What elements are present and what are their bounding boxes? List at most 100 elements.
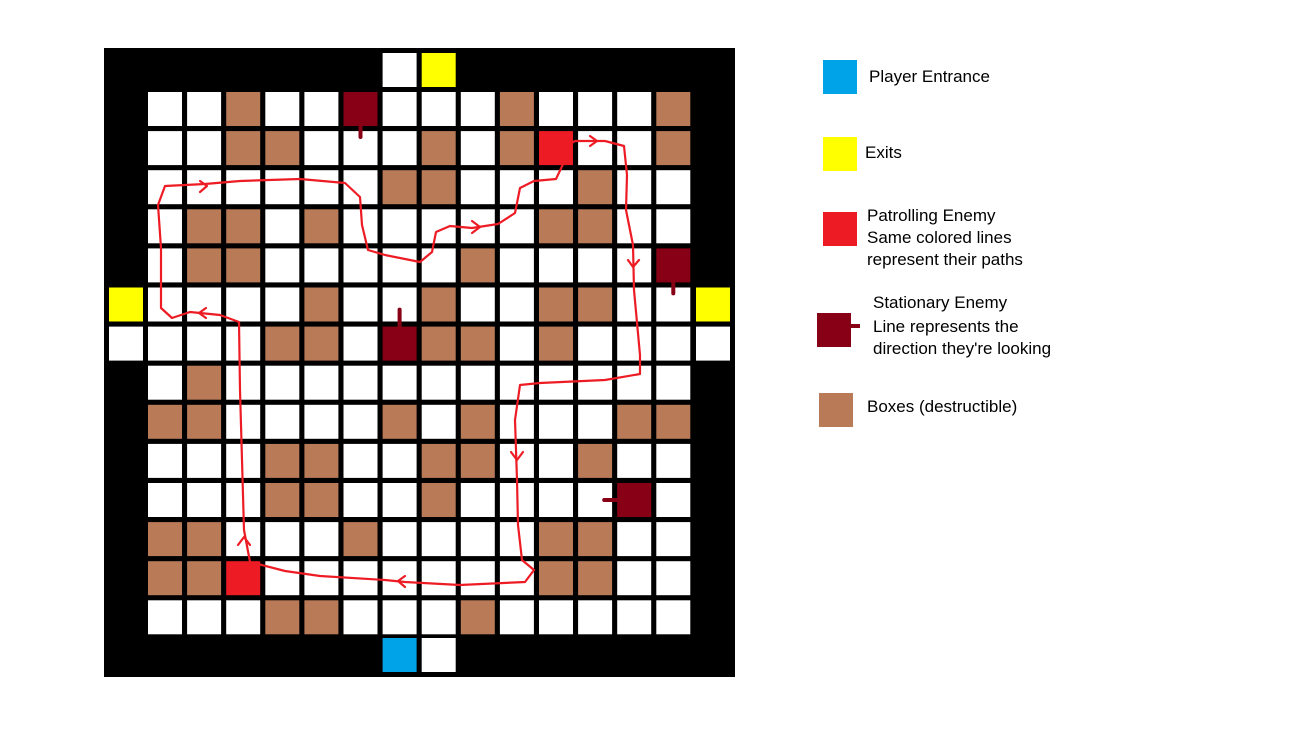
floor-cell [617,561,652,596]
box-cell [187,561,222,596]
legend-patrolling-enemy-line2: Same colored lines [867,228,1012,247]
floor-cell [617,326,652,361]
box-cell [656,92,691,126]
legend-exits-label: Exits [865,143,902,162]
right-opening-cell [696,326,730,361]
box-cell [187,365,222,400]
floor-cell [382,522,417,557]
exit-left [109,287,143,322]
floor-cell [617,443,652,478]
floor-cell [226,365,261,400]
box-cell [148,561,182,596]
floor-cell [421,92,456,126]
floor-cell [187,131,222,166]
box-cell [539,287,573,322]
floor-cell [460,287,495,322]
floor-cell [578,248,613,283]
floor-cell [343,326,378,361]
floor-cell [343,483,378,517]
floor-cell [148,248,182,283]
patrol-path-upper [156,139,642,587]
floor-cell [148,131,182,166]
floor-cell [304,170,339,205]
floor-cell [187,326,222,361]
floor-cell [499,209,534,244]
floor-cell [382,561,417,596]
floor-cell [343,365,378,400]
box-cell [656,131,691,166]
patrol-path-arrow-8 [197,306,208,320]
floor-cell [343,404,378,439]
stationary-enemy [656,248,691,283]
legend-patrolling-text: Patrolling Enemy Same colored lines repr… [867,205,1087,269]
legend-stationary-enemy-line2: Line represents the [873,317,1019,336]
floor-cell [617,92,652,126]
floor-cell [187,443,222,478]
box-cell [421,170,456,205]
stationary-enemy [382,326,417,361]
floor-cell [617,600,652,635]
floor-cell [460,131,495,166]
legend-stationary-enemy-line3: direction they're looking [873,339,1052,358]
patrol-path-arrow-4 [626,258,641,269]
floor-cell [656,365,691,400]
floor-cell [265,365,300,400]
patrolling-enemy [539,131,573,166]
floor-cell [578,92,613,126]
floor-cell [265,287,300,322]
yellow-square-icon [823,137,857,171]
box-cell [382,404,417,439]
legend-patrolling-enemy-label: Patrolling Enemy [867,206,996,225]
box-cell [187,522,222,557]
box-cell [304,443,339,478]
board-edge-cells [109,53,730,672]
floor-cell [148,483,182,517]
box-cell [226,248,261,283]
floor-cell [421,600,456,635]
box-cell [304,483,339,517]
floor-cell [578,600,613,635]
box-cell [421,326,456,361]
stationary-enemy-sight-lines [358,124,676,502]
floor-cell [499,600,534,635]
floor-cell [539,600,573,635]
box-cell [421,131,456,166]
floor-cell [617,209,652,244]
floor-cell [421,365,456,400]
floor-cell [226,600,261,635]
box-cell [382,170,417,205]
legend-patrolling-enemy-line3: represent their paths [867,250,1023,269]
left-opening-cell [109,326,143,361]
box-cell [187,404,222,439]
floor-cell [656,483,691,517]
floor-cell [226,170,261,205]
floor-cell [460,561,495,596]
box-cell [148,522,182,557]
box-cell [578,170,613,205]
floor-cell [617,365,652,400]
legend-boxes-label: Boxes (destructible) [867,397,1018,416]
floor-cell [304,561,339,596]
floor-cell [578,326,613,361]
floor-cell [578,131,613,166]
floor-cell [343,600,378,635]
blue-square-icon [823,60,857,94]
floor-cell [187,600,222,635]
box-cell [578,522,613,557]
floor-cell [148,600,182,635]
box-cell [265,600,300,635]
floor-cell [265,522,300,557]
floor-cell [226,287,261,322]
game-board [104,48,735,677]
box-cell [539,522,573,557]
floor-cell [539,92,573,126]
floor-cell [148,209,182,244]
box-cell [421,287,456,322]
box-cell [265,443,300,478]
floor-cell [539,248,573,283]
floor-cell [265,92,300,126]
floor-cell [499,522,534,557]
floor-cell [148,92,182,126]
box-cell [304,209,339,244]
floor-cell [656,522,691,557]
